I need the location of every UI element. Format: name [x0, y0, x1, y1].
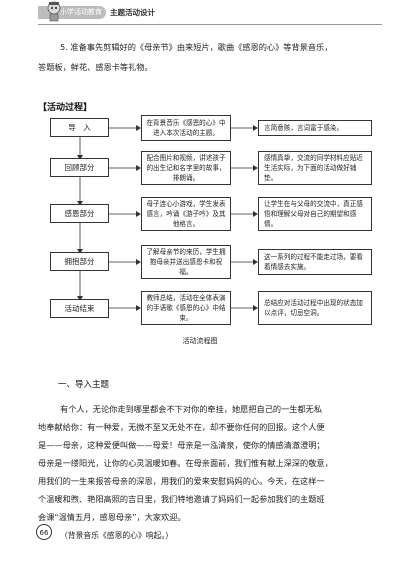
stage-embrace-desc: 了解母亲节的来历，学生拥抱母亲并送出感恩卡和祝福。	[141, 245, 231, 279]
stage-review: 回顾部分	[50, 158, 109, 177]
body-line-2: 地奉献给你：有一种爱，无微不至又无处不在，却不要你任何的回报。这个人便	[38, 422, 325, 432]
body-line-4: 母亲是一缕阳光，让你的心灵温暖如春。在母亲面前，我们惟有献上深深的敬意，	[38, 458, 333, 468]
section-title: 【活动过程】	[38, 103, 93, 113]
stage-end: 活动结束	[50, 299, 109, 318]
header-rule	[38, 24, 382, 25]
stage-gratitude-note: 让学生在与父母的交流中，真正感悟和理解父母对自己的期望和感情。	[258, 197, 372, 231]
intro-item-5: 5. 准备事先剪辑好的《母亲节》由来短片，歌曲《感恩的心》等背景音乐，	[60, 42, 333, 52]
stage-end-note: 总结应对活动过程中出现的状态加以点评，切忌空洞。	[258, 291, 372, 325]
body-line-3: 是——母亲，这种爱便叫做——母爱！母亲是一泓清泉，使你的情感清澈澄明；	[38, 440, 325, 450]
stage-gratitude-desc: 母子连心小游戏，学生发表感言，吟诵《游子吟》及其他格言。	[141, 197, 231, 231]
intro-item-5-cont: 答题板，鲜花、感恩卡等礼物。	[38, 62, 153, 72]
body-line-5: 用我们的一生来报答母亲的深恩，用我们的爱来安慰妈妈的心。今天，在这样一	[38, 476, 325, 486]
stage-intro-note: 言简意赅，言词富于感染。	[258, 120, 372, 136]
stage-gratitude: 感恩部分	[50, 204, 109, 223]
stage-review-note: 感情真挚，交流的同学材料应贴近生活实际，为下面的活动做好铺垫。	[258, 151, 372, 185]
body-line-1: 有个人，无论你走到哪里都会不下对你的牵挂，她愿把自己的一生都无私	[60, 404, 323, 414]
mascot-icon	[47, 1, 61, 22]
page-number: 66	[36, 524, 52, 540]
flowchart-caption: 活动流程图	[182, 337, 218, 345]
header-subtitle: 主题活动设计	[110, 8, 155, 17]
stage-intro: 导 入	[50, 118, 109, 137]
book-title: 小学活动教育	[60, 8, 102, 16]
body-line-7: 会课“温情五月，感恩母亲”，大家欢迎。	[38, 512, 186, 522]
stage-end-desc: 教师总结，活动在全体表演的手语歌《感恩的心》中结束。	[141, 291, 231, 325]
stage-review-desc: 配合图片和视频，讲述孩子的出生记和名字里的故事，排朗诵。	[141, 151, 231, 185]
stage-embrace: 拥抱部分	[50, 252, 109, 271]
stage-intro-desc: 在背景音乐《感恩的心》中进入本次活动的主题。	[141, 115, 231, 141]
music-note: （背景音乐《感恩的心》响起。）	[60, 531, 174, 540]
part1-heading: 一、导入主题	[58, 380, 110, 390]
stage-embrace-note: 这一系列的过程不能走过场，要看着情感去实施。	[258, 249, 372, 275]
body-line-6: 个温暖和煦、艳阳高照的吉日里，我们特地邀请了妈妈们一起参加我们的主题班	[38, 494, 325, 504]
